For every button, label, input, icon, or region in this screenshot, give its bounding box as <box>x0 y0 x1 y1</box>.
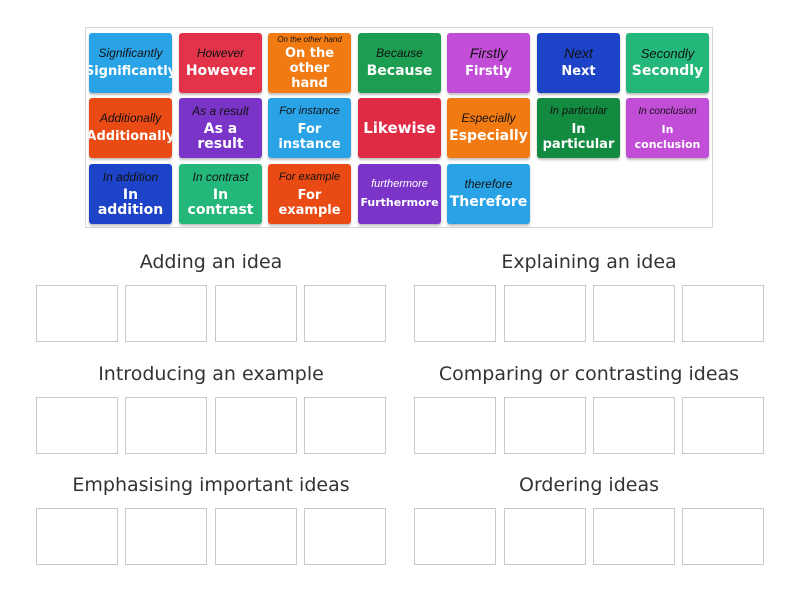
group-title-adding: Adding an idea <box>139 251 283 273</box>
tile-because[interactable]: Because Because <box>358 33 441 93</box>
drop-slot-comparing-1[interactable] <box>414 397 496 454</box>
drop-slot-ordering-3[interactable] <box>593 508 675 565</box>
drop-slot-example-1[interactable] <box>36 397 118 454</box>
tile-as-a-result[interactable]: As a result As a result <box>179 98 262 158</box>
tile-main-label: Significantly <box>89 64 172 79</box>
tile-in-addition[interactable]: In addition In addition <box>89 164 172 224</box>
tile-significantly[interactable]: Significantly Significantly <box>89 33 172 93</box>
drop-slot-emphasising-3[interactable] <box>215 508 297 565</box>
tile-main-label: In addition <box>97 186 164 218</box>
drop-slot-emphasising-1[interactable] <box>36 508 118 565</box>
drop-slot-adding-3[interactable] <box>215 285 297 342</box>
drop-slot-adding-1[interactable] <box>36 285 118 342</box>
tile-main-label: In conclusion <box>634 122 701 151</box>
tile-small-label: Because <box>376 46 423 60</box>
group-title-explaining: Explaining an idea <box>501 251 677 273</box>
tile-main-label: Additionally <box>89 129 172 144</box>
tile-main-label: Therefore <box>449 194 528 210</box>
tile-next[interactable]: Next Next <box>537 33 620 93</box>
tile-on-the-other-hand[interactable]: On the other hand On the other hand <box>268 33 351 93</box>
tile-for-instance[interactable]: For instance For instance <box>268 98 351 158</box>
drop-slot-ordering-4[interactable] <box>682 508 764 565</box>
tile-main-label: Next <box>561 64 596 79</box>
drop-slot-comparing-4[interactable] <box>682 397 764 454</box>
drop-slot-comparing-2[interactable] <box>504 397 586 454</box>
tile-small-label: Significantly <box>98 46 163 60</box>
group-title-ordering: Ordering ideas <box>519 474 659 496</box>
tile-main-label: Secondly <box>631 63 704 79</box>
group-title-comparing: Comparing or contrasting ideas <box>438 363 740 385</box>
tile-in-particular[interactable]: In particular In particular <box>537 98 620 158</box>
tile-furthermore[interactable]: furthermore Furthermore <box>358 164 441 224</box>
tile-small-label: However <box>196 46 245 60</box>
group-title-emphasising: Emphasising important ideas <box>72 474 350 496</box>
drop-slot-emphasising-2[interactable] <box>125 508 207 565</box>
tile-main-label: On the other hand <box>284 46 335 91</box>
tile-additionally[interactable]: Additionally Additionally <box>89 98 172 158</box>
tile-main-label: For instance <box>278 121 341 152</box>
drop-slot-ordering-2[interactable] <box>504 508 586 565</box>
drop-slot-explaining-3[interactable] <box>593 285 675 342</box>
tile-small-label: Secondly <box>640 46 695 61</box>
drop-slot-explaining-1[interactable] <box>414 285 496 342</box>
tile-small-label: Firstly <box>469 45 508 61</box>
tile-small-label: For example <box>278 170 341 183</box>
tile-main-label: In contrast <box>187 186 254 218</box>
tile-main-label: However <box>185 63 256 79</box>
tile-however[interactable]: However However <box>179 33 262 93</box>
tile-main-label: Furthermore <box>360 196 439 209</box>
tile-main-label: Firstly <box>465 64 512 79</box>
drop-slot-adding-4[interactable] <box>304 285 386 342</box>
tile-small-label: On the other hand <box>277 35 342 44</box>
drop-slot-example-3[interactable] <box>215 397 297 454</box>
tile-small-label: In conclusion <box>638 105 697 117</box>
tile-small-label: therefore <box>464 177 513 191</box>
tile-small-label: Next <box>564 45 593 61</box>
tile-firstly[interactable]: Firstly Firstly <box>447 33 530 93</box>
tile-in-contrast[interactable]: In contrast In contrast <box>179 164 262 224</box>
drop-slot-adding-2[interactable] <box>125 285 207 342</box>
tile-therefore[interactable]: therefore Therefore <box>447 164 530 224</box>
tile-main-label: Because <box>366 63 433 79</box>
drop-slot-explaining-2[interactable] <box>504 285 586 342</box>
tile-main-label: In particular <box>542 121 615 152</box>
tile-main-label: For example <box>278 187 341 218</box>
tile-small-label: In addition <box>102 169 159 184</box>
drop-slot-example-4[interactable] <box>304 397 386 454</box>
drop-slot-explaining-4[interactable] <box>682 285 764 342</box>
tile-for-example[interactable]: For example For example <box>268 164 351 224</box>
tile-main-label: Likewise <box>363 118 436 137</box>
group-title-introducing-example: Introducing an example <box>98 363 324 385</box>
drop-slot-comparing-3[interactable] <box>593 397 675 454</box>
tile-main-label: Especially <box>449 128 528 144</box>
tile-likewise[interactable]: Likewise <box>358 98 441 158</box>
tile-small-label: Especially <box>461 111 516 125</box>
tile-small-label: For instance <box>279 104 340 117</box>
tile-especially[interactable]: Especially Especially <box>447 98 530 158</box>
tile-small-label: furthermore <box>371 178 428 190</box>
drop-slot-emphasising-4[interactable] <box>304 508 386 565</box>
tile-small-label: Additionally <box>99 111 162 125</box>
tile-small-label: As a result <box>192 103 249 118</box>
tile-main-label: As a result <box>197 120 244 152</box>
tile-in-conclusion[interactable]: In conclusion In conclusion <box>626 98 709 158</box>
tile-small-label: In particular <box>549 104 608 117</box>
drop-slot-ordering-1[interactable] <box>414 508 496 565</box>
tile-small-label: In contrast <box>192 169 249 184</box>
drop-slot-example-2[interactable] <box>125 397 207 454</box>
tile-secondly[interactable]: Secondly Secondly <box>626 33 709 93</box>
